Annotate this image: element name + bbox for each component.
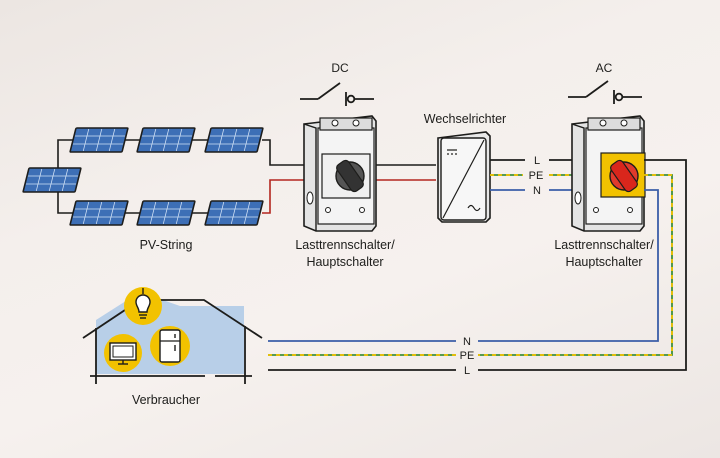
- dc-isolator-switch-icon: [303, 115, 377, 232]
- ac-pe-label: PE: [529, 170, 544, 182]
- solar-panel-icon: [69, 127, 129, 153]
- ac-switch-label-line2: Hauptschalter: [565, 255, 642, 269]
- inverter-label: Wechselrichter: [424, 112, 506, 126]
- dc-label: DC: [331, 61, 349, 75]
- ac-bus-wires: [268, 159, 687, 371]
- dc-switch-label-line2: Hauptschalter: [306, 255, 383, 269]
- ac-switch-symbol: [568, 80, 642, 104]
- bus-pe-label: PE: [460, 350, 475, 362]
- dc-switch-label-line1: Lasttrennschalter/: [295, 238, 395, 252]
- ac-n-label: N: [533, 185, 541, 197]
- solar-panel-icon: [136, 200, 196, 226]
- solar-panel-icon: [69, 200, 129, 226]
- solar-panel-icon: [22, 167, 82, 193]
- tv-icon: [104, 334, 142, 372]
- solar-panel-icon: [136, 127, 196, 153]
- solar-panel-icon: [204, 200, 264, 226]
- consumer-label: Verbraucher: [132, 393, 200, 407]
- ac-switch-label-line1: Lasttrennschalter/: [554, 238, 654, 252]
- light-bulb-icon: [124, 287, 162, 325]
- ac-isolator-switch-icon: [571, 115, 646, 232]
- solar-panel-icon: [204, 127, 264, 153]
- bus-l-label: L: [464, 365, 470, 377]
- bus-n-label: N: [463, 336, 471, 348]
- ac-label: AC: [596, 61, 613, 75]
- ac-short-wires: [490, 159, 574, 191]
- pv-string-label: PV-String: [140, 238, 193, 252]
- inverter-icon: [437, 131, 491, 223]
- fridge-icon: [150, 326, 190, 366]
- dc-switch-symbol: [300, 82, 374, 106]
- ac-l-label: L: [534, 155, 540, 167]
- pv-string-wiring: [57, 139, 436, 214]
